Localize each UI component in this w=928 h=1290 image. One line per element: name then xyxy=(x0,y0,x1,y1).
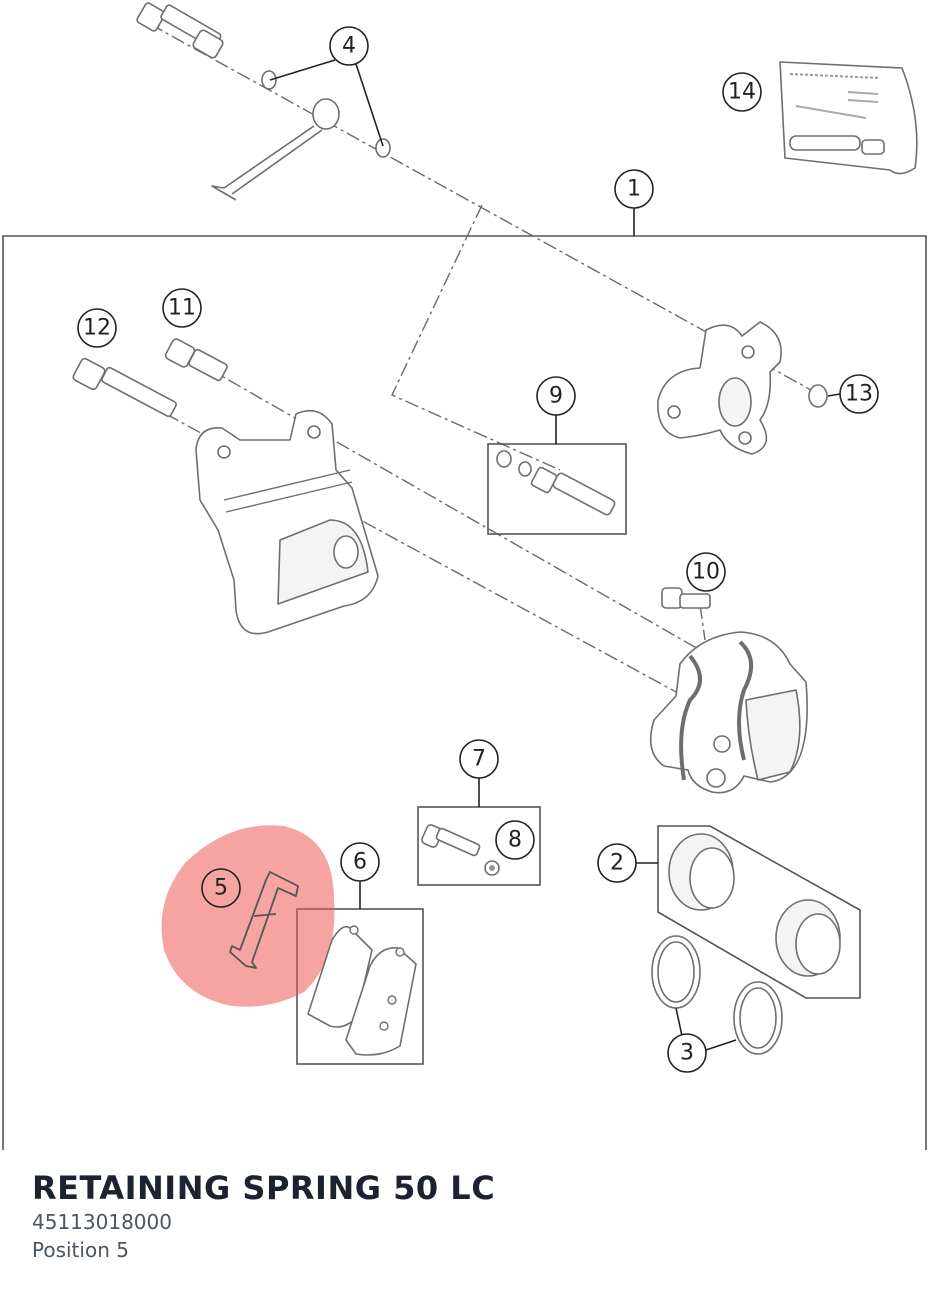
part-bolt-10 xyxy=(661,587,711,609)
part-pin-7 xyxy=(421,824,481,857)
svg-text:1: 1 xyxy=(627,177,641,202)
part-title: RETAINING SPRING 50 LC xyxy=(32,1169,496,1207)
callout-4[interactable]: 4 xyxy=(329,26,369,66)
part-bolt-12 xyxy=(72,357,177,418)
svg-text:8: 8 xyxy=(508,828,522,853)
callout-8[interactable]: 8 xyxy=(495,820,535,860)
part-retaining-spring-5 xyxy=(229,871,299,969)
group-box-2 xyxy=(657,825,861,999)
svg-text:11: 11 xyxy=(168,296,196,321)
svg-text:14: 14 xyxy=(728,80,756,105)
part-brake-caliper xyxy=(649,631,808,794)
callout-10[interactable]: 10 xyxy=(686,552,726,592)
svg-text:9: 9 xyxy=(549,384,563,409)
kit-frame xyxy=(2,235,927,1150)
part-nut-8 xyxy=(484,860,500,876)
part-seal-rings-3 xyxy=(651,935,783,1055)
svg-text:12: 12 xyxy=(83,316,111,341)
part-info-panel: RETAINING SPRING 50 LC 45113018000 Posit… xyxy=(32,1168,495,1264)
svg-text:10: 10 xyxy=(692,560,720,585)
part-caliper-bracket-upper xyxy=(657,321,782,455)
callout-13[interactable]: 13 xyxy=(839,374,879,414)
callout-6[interactable]: 6 xyxy=(340,842,380,882)
part-bolt-assembly-top xyxy=(136,2,391,201)
leader-lines xyxy=(269,59,841,1051)
highlight-position-5 xyxy=(161,825,335,1007)
part-label-sticker xyxy=(779,61,918,175)
callout-5[interactable]: 5 xyxy=(201,868,241,908)
part-caliper-support xyxy=(195,409,379,635)
svg-text:13: 13 xyxy=(845,382,873,407)
callout-11[interactable]: 11 xyxy=(162,288,202,328)
exploded-parts-diagram: 1 2 3 4 5 6 7 8 9 10 11 12 13 14 xyxy=(2,2,927,1150)
svg-text:5: 5 xyxy=(214,876,228,901)
callout-9[interactable]: 9 xyxy=(536,376,576,416)
part-piston-2 xyxy=(668,833,841,977)
svg-text:4: 4 xyxy=(342,34,356,59)
part-position: Position 5 xyxy=(32,1238,129,1262)
group-box-9 xyxy=(487,443,627,535)
callout-3[interactable]: 3 xyxy=(667,1033,707,1073)
part-pin-set-9 xyxy=(496,450,616,516)
part-bolt-11 xyxy=(164,338,228,382)
callout-1[interactable]: 1 xyxy=(614,169,654,209)
svg-text:3: 3 xyxy=(680,1041,694,1066)
callout-14[interactable]: 14 xyxy=(722,72,762,112)
callout-2[interactable]: 2 xyxy=(597,843,637,883)
svg-text:2: 2 xyxy=(610,851,624,876)
part-ring-13 xyxy=(808,384,828,408)
callout-7[interactable]: 7 xyxy=(459,739,499,779)
part-brake-pads-6 xyxy=(307,925,417,1056)
part-number: 45113018000 xyxy=(32,1210,172,1234)
svg-text:6: 6 xyxy=(353,850,367,875)
svg-text:7: 7 xyxy=(472,747,486,772)
callout-12[interactable]: 12 xyxy=(77,308,117,348)
